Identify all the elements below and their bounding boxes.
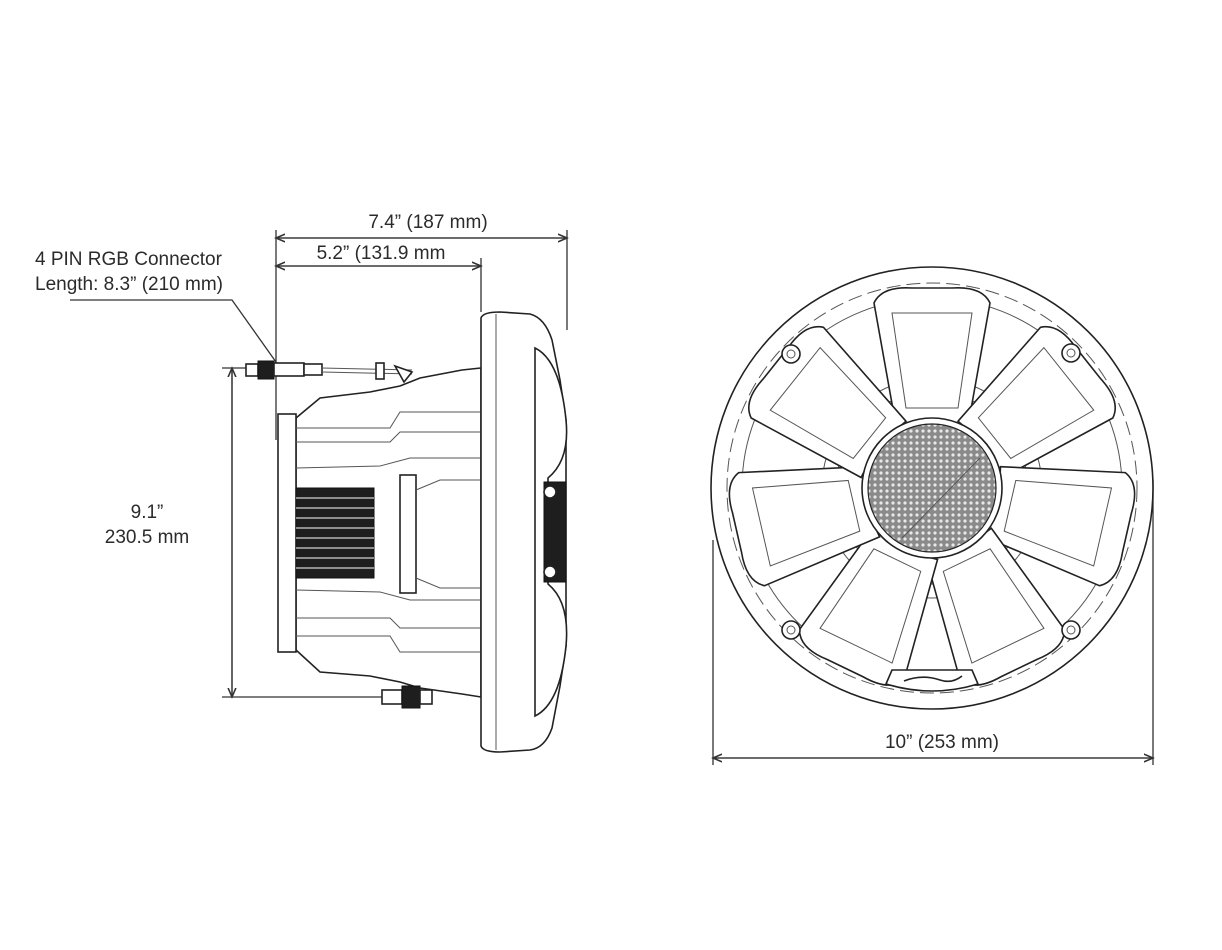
connector-label-line2: Length: 8.3” (210 mm)	[35, 274, 223, 295]
rgb-connector	[245, 360, 414, 384]
bottom-connector	[381, 685, 433, 709]
connector-label-line1: 4 PIN RGB Connector	[35, 249, 223, 270]
grille-spokes	[728, 286, 1136, 686]
overall-depth-label: 7.4” (187 mm)	[368, 212, 487, 233]
connector-callout: 4 PIN RGB Connector Length: 8.3” (210 mm…	[35, 249, 277, 363]
dimension-height: 9.1” 230.5 mm	[90, 368, 400, 697]
tweeter-profile	[543, 481, 567, 583]
rear-cap	[277, 413, 297, 653]
brand-badge	[884, 669, 980, 692]
height-inches-label: 9.1”	[131, 502, 164, 523]
dimension-diameter: 10” (253 mm)	[713, 480, 1153, 765]
dimension-mount-depth: 5.2” (131.9 mm	[276, 243, 481, 312]
tweeter-mesh	[867, 423, 997, 553]
speaker-side-view	[245, 311, 568, 753]
dimension-overall-depth: 7.4” (187 mm)	[276, 212, 567, 440]
mount-depth-label: 5.2” (131.9 mm	[317, 243, 446, 264]
height-mm-label: 230.5 mm	[105, 527, 189, 548]
mounting-screws	[781, 343, 1081, 640]
speaker-front-view	[710, 266, 1154, 710]
diameter-label: 10” (253 mm)	[885, 732, 999, 753]
grille-profile	[534, 346, 568, 718]
cooling-fins	[295, 411, 481, 653]
